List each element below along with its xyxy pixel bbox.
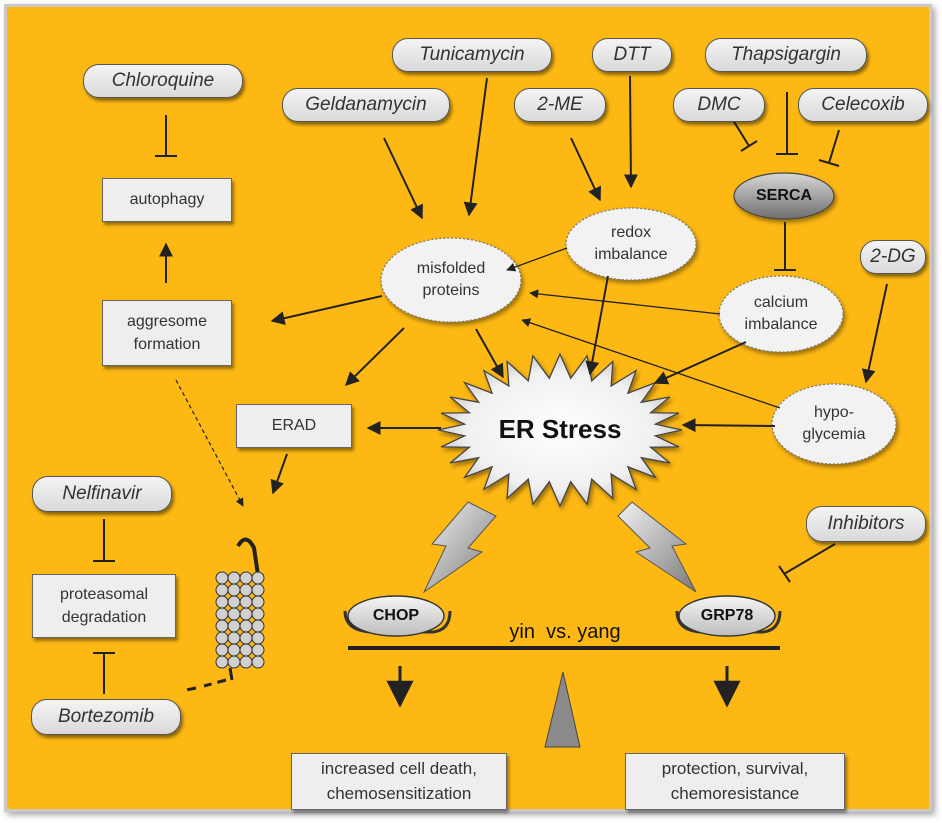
aggresome-formation-box: aggresome formation [102, 300, 232, 366]
calcium-imbalance-cloud [718, 275, 844, 353]
proteasome-bead [239, 631, 253, 645]
hypoglycemia-label: hypo- glycemia [802, 404, 866, 443]
proteasome-bead [239, 643, 253, 657]
bortezomib-pill: Bortezomib [31, 699, 181, 735]
proteasome-bead [251, 631, 265, 645]
proteasome-bead [239, 655, 253, 669]
proteasome-bead [215, 631, 229, 645]
right-lightning-bolt [617, 501, 697, 593]
proteasome-bead [239, 607, 253, 621]
tunicamycin-pill: Tunicamycin [392, 38, 552, 72]
proteasome-bead [215, 571, 229, 585]
yin-vs-yang-label: yin vs. yang [509, 620, 621, 643]
balance-scale [343, 595, 782, 748]
proteasome-bead [227, 655, 241, 669]
inhibitors-pill: Inhibitors [806, 506, 926, 542]
serca-label: SERCA [755, 187, 812, 205]
redox-imbalance-label: redox imbalance [594, 224, 668, 263]
2-dg-pill: 2-DG [860, 240, 926, 274]
proteasome-bead [239, 595, 253, 609]
left-lightning-bolt [422, 501, 497, 594]
dmc-pill: DMC [673, 88, 765, 122]
proteasome-bead [251, 619, 265, 633]
proteasome-bead [227, 607, 241, 621]
proteasome-bead [227, 583, 241, 597]
geldanamycin-pill: Geldanamycin [282, 88, 450, 122]
proteasome-bead [239, 571, 253, 585]
nelfinavir-pill: Nelfinavir [32, 476, 172, 512]
thapsigargin-pill: Thapsigargin [705, 38, 867, 72]
proteasomal-degradation-box: proteasomal degradation [32, 574, 176, 638]
proteasome-bead [215, 655, 229, 669]
proteasome-bead [215, 583, 229, 597]
er-stress-label: ER Stress [498, 414, 622, 445]
proteasome-bead [251, 607, 265, 621]
autophagy-box: autophagy [102, 178, 232, 222]
proteasome-bead [251, 655, 265, 669]
proteasome-bead [227, 631, 241, 645]
protection-box: protection, survival, chemoresistance [625, 753, 845, 810]
misfolded-proteins-cloud [380, 237, 522, 323]
proteasome-bead [227, 595, 241, 609]
proteasome-bead [227, 619, 241, 633]
proteasome-bead [227, 643, 241, 657]
proteasome-icon [185, 537, 265, 692]
grp78-label: GRP78 [700, 607, 754, 625]
misfolded-proteins-label: misfolded proteins [416, 260, 486, 299]
dtt-pill: DTT [592, 38, 672, 72]
proteasome-bead [239, 583, 253, 597]
proteasome-bead [251, 643, 265, 657]
hypoglycemia-cloud [771, 383, 897, 465]
calcium-imbalance-label: calcium imbalance [744, 294, 818, 333]
proteasome-bead [251, 583, 265, 597]
proteasome-bead [215, 643, 229, 657]
2-me-pill: 2-ME [514, 88, 606, 122]
proteasome-bead [251, 595, 265, 609]
chop-label: CHOP [372, 607, 420, 625]
celecoxib-pill: Celecoxib [798, 88, 928, 122]
proteasome-bead [251, 571, 265, 585]
proteasome-bead [215, 619, 229, 633]
chloroquine-pill: Chloroquine [83, 64, 243, 98]
redox-imbalance-cloud [565, 207, 697, 281]
er-stress-star [437, 352, 683, 508]
proteasome-bead [215, 595, 229, 609]
proteasome-bead [215, 607, 229, 621]
proteasome-bead [239, 619, 253, 633]
serca-shape [733, 172, 835, 220]
cell-death-box: increased cell death, chemosensitization [291, 753, 507, 810]
proteasome-bead [227, 571, 241, 585]
erad-box: ERAD [236, 404, 352, 448]
